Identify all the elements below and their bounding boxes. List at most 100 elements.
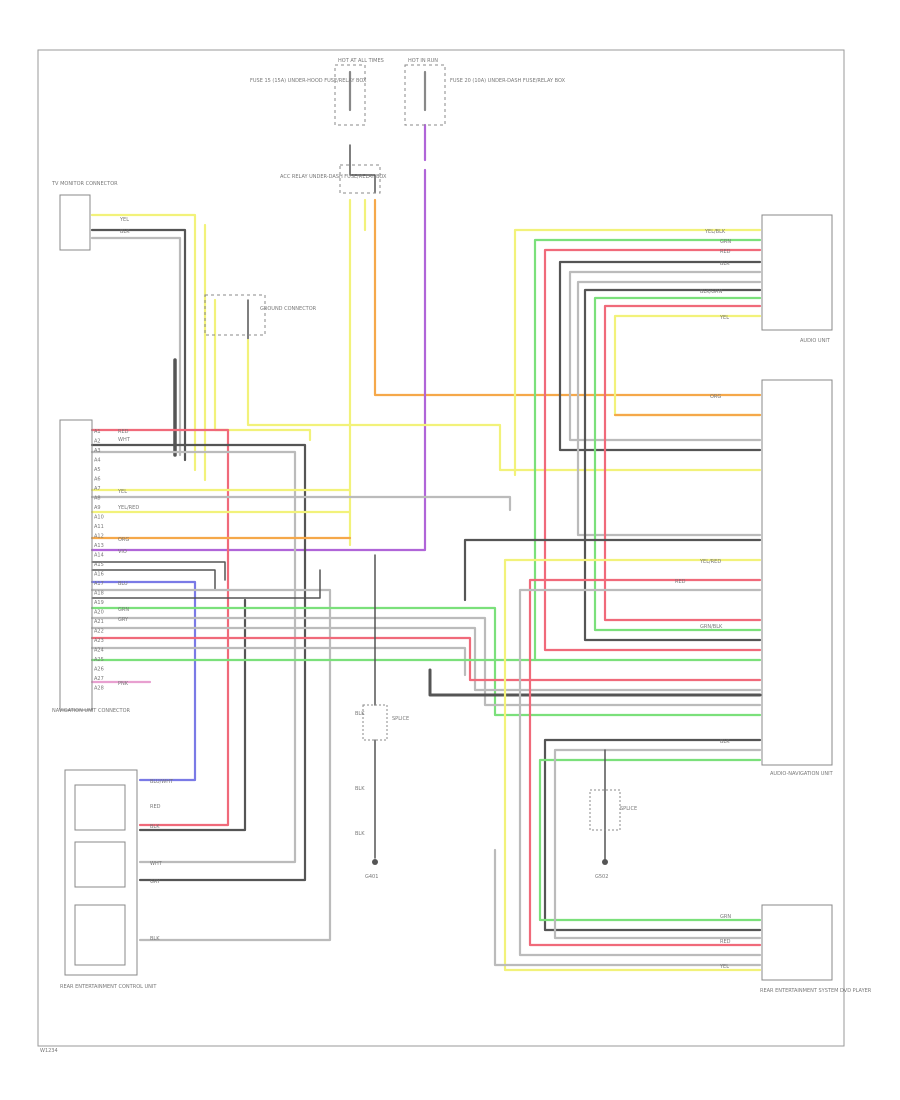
wire-label-blkgrn-audio: BLK/GRN (700, 289, 723, 295)
wire-label-red-rear: RED (150, 804, 161, 810)
wire-label-yel-dvd: YEL (719, 964, 729, 970)
wire-right-green-b (538, 758, 762, 922)
rear-control-label: REAR ENTERTAINMENT CONTROL UNIT (60, 984, 157, 990)
wire-audio-green-2 (593, 296, 762, 632)
wire-label-org-right: ORG (710, 394, 721, 400)
wire-group (90, 70, 762, 972)
nav-unit-box (59, 419, 93, 711)
wire-right-gray-c (493, 848, 762, 967)
wire-nav-black-5 (138, 598, 247, 832)
nav-pin-label: A25 (94, 657, 104, 663)
fuse-left-desc-label: FUSE 15 (15A) UNDER-HOOD FUSE/RELAY BOX (250, 78, 367, 84)
nav-pin-label: A4 (94, 458, 101, 464)
wire-right-gray-a (518, 588, 762, 957)
wire-audio-gray-2 (576, 280, 762, 537)
nav-pin-label: A17 (94, 581, 104, 587)
wire-nav-green-1 (90, 606, 762, 717)
wire-audio-gray-1 (568, 270, 762, 442)
fuse-right-box (404, 64, 446, 126)
rear-control-box (64, 769, 138, 976)
wire-label-yel-audio2: YEL (719, 315, 729, 321)
tv-connector-box (59, 194, 91, 251)
wire-yellow-mid (246, 338, 762, 472)
wire-label-grn-dvd: GRN (720, 914, 731, 920)
component-group (59, 64, 833, 981)
ground-connector-label: GROUND CONNECTOR (260, 306, 317, 312)
relay-label: ACC RELAY UNDER-DASH FUSE/RELAY BOX (280, 174, 387, 180)
wire-nav-black-4 (91, 569, 321, 599)
nav-pin-label: A5 (94, 467, 101, 473)
fuse-left-box (334, 64, 366, 126)
relay-box (339, 164, 381, 194)
audio-nav-unit-label: AUDIO-NAVIGATION UNIT (770, 771, 834, 777)
wire-label-grn-nav: GRN (118, 607, 129, 613)
wire-label-grn-audio: GRN (720, 239, 731, 245)
audio-nav-unit-box (761, 379, 833, 766)
fuse-right-desc-label: FUSE 20 (10A) UNDER-DASH FUSE/RELAY BOX (450, 78, 566, 84)
nav-pin-label: A28 (94, 686, 104, 692)
wire-nav-black-6 (428, 668, 762, 697)
wire-orange-relay (373, 198, 762, 397)
wire-label-gry-rear: GRY (150, 879, 161, 885)
wire-label-yel-tv: YEL (119, 217, 129, 223)
wire-right-black-a (463, 538, 762, 602)
wire-label-blk-center: BLK (355, 711, 365, 717)
ground-g502-label: G502 (595, 874, 608, 880)
wire-tv-gray (90, 236, 182, 457)
wire-label-pnk-nav: PNK (118, 681, 129, 687)
wire-label-bluwht-rear: BLU/WHT (150, 779, 174, 785)
wire-nav-gray-6 (90, 646, 467, 677)
nav-pin-label: A15 (94, 562, 104, 568)
wire-label-yelred-right: YEL/RED (699, 559, 721, 565)
nav-pin-label: A18 (94, 591, 104, 597)
wire-nav-black-1 (90, 443, 307, 882)
nav-pin-label: A8 (94, 496, 101, 502)
wire-label-red-dvd: RED (720, 939, 731, 945)
wire-label-blk-audio: BLK (720, 261, 730, 267)
wire-label-red-right: RED (675, 579, 686, 585)
wire-right-gray-b (553, 748, 762, 940)
wire-label-yel-audio: YEL/BLK (704, 229, 726, 235)
wire-label-wht-nav: WHT (118, 437, 131, 443)
ground-g401-label: G401 (365, 874, 378, 880)
wire-relay-black (349, 144, 376, 193)
splice-left-box (362, 704, 388, 741)
wire-nav-blue (90, 580, 197, 782)
wire-label-gry-nav: GRY (118, 617, 129, 623)
wire-audio-red-2 (603, 304, 762, 622)
wire-label-blk-center2: BLK (355, 786, 365, 792)
wire-tv-yellow (90, 213, 197, 472)
rear-control-sw1 (74, 784, 126, 831)
diagram-frame (37, 49, 845, 1047)
wire-nav-gray-1 (90, 450, 297, 864)
wire-label-red-audio: RED (720, 249, 731, 255)
nav-unit-label: NAVIGATION UNIT CONNECTOR (52, 708, 131, 714)
splice-right-label: SPLICE (620, 806, 637, 812)
wire-label-red-nav: RED (118, 429, 129, 435)
ground-g502-icon (602, 859, 608, 865)
nav-pin-label: A7 (94, 486, 101, 492)
wire-nav-black-3 (91, 569, 216, 591)
nav-pin-label: A9 (94, 505, 101, 511)
nav-pin-label: A26 (94, 667, 104, 673)
label-group: HOT AT ALL TIMES HOT IN RUN FUSE 15 (15A… (40, 58, 872, 1054)
nav-pin-label: A21 (94, 619, 104, 625)
audio-unit-label: AUDIO UNIT (800, 338, 831, 344)
wire-label-blk-right: BLK (720, 739, 730, 745)
wire-violet-long (90, 168, 427, 552)
wire-audio-yellow-2 (613, 314, 762, 417)
wire-label-blu-nav: BLU (118, 581, 128, 587)
wire-label-blk-rear2: BLK (150, 936, 160, 942)
nav-pin-label: A3 (94, 448, 101, 454)
wire-label-yelred-nav: YEL/RED (117, 505, 139, 511)
nav-pin-label: A2 (94, 439, 101, 445)
wire-ground-yellow (213, 298, 312, 442)
tv-connector-label: TV MONITOR CONNECTOR (51, 181, 118, 187)
wire-label-org-nav: ORG (118, 537, 129, 543)
ground-connector-box (204, 294, 266, 336)
nav-pin-label: A20 (94, 610, 104, 616)
wire-label-blk-center3: BLK (355, 831, 365, 837)
wire-nav-gray-3 (90, 588, 332, 942)
wire-label-yel-nav: YEL (117, 489, 127, 495)
nav-pin-label: A19 (94, 600, 104, 606)
